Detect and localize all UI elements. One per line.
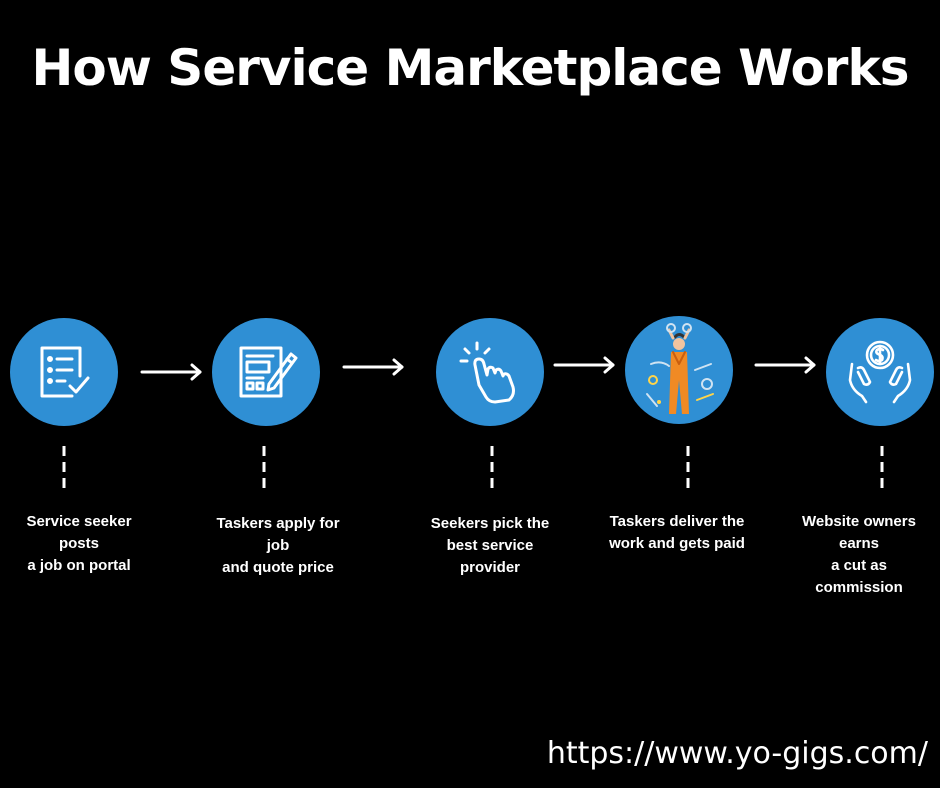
- step-1-circle: [10, 318, 118, 426]
- arrow-4-5: [754, 356, 816, 374]
- page-title: How Service Marketplace Works: [31, 39, 910, 97]
- step-5-circle: [826, 318, 934, 426]
- dash-connector-2: [262, 446, 266, 490]
- form-edit-icon: [239, 346, 298, 398]
- checklist-icon: [40, 346, 90, 398]
- step-4-circle: [625, 316, 733, 424]
- step-3-caption: Seekers pick the best service provider: [430, 515, 550, 576]
- hands-coin-icon: [848, 340, 912, 404]
- step-3-circle: [436, 318, 544, 426]
- website-url[interactable]: https://www.yo-gigs.com/: [546, 736, 928, 771]
- dash-connector-4: [686, 446, 690, 490]
- step-2-caption: Taskers apply for job and quote price: [216, 515, 340, 576]
- dash-connector-3: [490, 446, 494, 490]
- dash-connector-5: [880, 446, 884, 490]
- dash-connector-1: [62, 446, 66, 490]
- arrow-3-4: [553, 356, 615, 374]
- tap-hand-icon: [459, 341, 515, 404]
- worker-with-tools-icon: [646, 323, 714, 414]
- step-5-caption: Website owners earns a cut as commission: [802, 513, 916, 596]
- step-4-caption: Taskers deliver the work and gets paid: [609, 513, 745, 552]
- arrow-2-3: [342, 358, 404, 376]
- step-1-caption: Service seeker posts a job on portal: [26, 513, 132, 574]
- step-2-circle: [212, 318, 320, 426]
- arrow-1-2: [140, 363, 202, 381]
